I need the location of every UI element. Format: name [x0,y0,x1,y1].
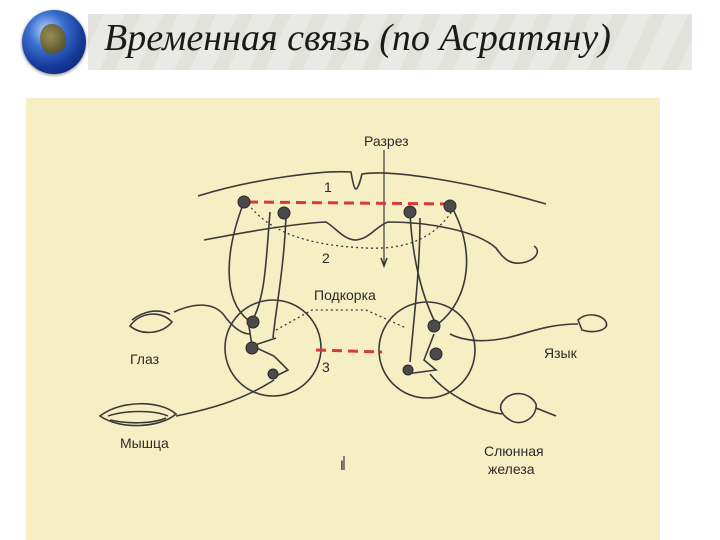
label-muscle: Мышца [120,435,169,451]
cortex-upper-arc [197,170,547,205]
muscle-nerve [175,379,275,417]
right-path-a [409,211,439,329]
neuron-subcortex-left-2 [245,341,259,355]
neuron-subcortex-right-2 [429,347,443,361]
neuron-subcortex-right-1 [427,319,441,333]
neuron-subcortex-left-3 [267,368,279,380]
label-section: Разрез [364,133,409,149]
pathway-2-dotted [247,203,455,249]
tongue-icon [577,314,608,333]
subcortex-dotted-link [275,309,407,331]
pathway-number-3: 3 [322,359,330,375]
right-path-b [409,217,421,363]
neural-diagram-figure: Разрез Подкорка Глаз Язык Мышца Слюнная … [26,98,660,540]
left-path-a [250,211,271,324]
label-gland-line2: железа [488,461,535,477]
pathway-number-1: 1 [324,179,332,195]
pathway-number-2: 2 [322,250,330,266]
eye-nerve [173,304,251,335]
slide-title: Временная связь (по Асратяну) [104,17,611,59]
label-eye: Глаз [130,351,159,367]
pathway-1-connection [247,200,451,206]
neuron-cortex-left-2 [277,206,291,220]
right-branch [405,333,438,375]
pathway-3-connection [315,348,383,354]
salivary-gland-icon [499,392,537,424]
neural-diagram-svg: Разрез Подкорка Глаз Язык Мышца Слюнная … [98,133,608,477]
neuron-subcortex-right-3 [402,364,414,376]
cortex-lower-arc [203,221,539,264]
globe-logo-icon [22,10,86,74]
neuron-subcortex-left-1 [246,315,260,329]
subcortex-left-circle [224,299,322,397]
figure-mark: I [340,457,344,473]
right-path-upper [437,203,468,325]
left-path-b [272,215,287,339]
label-tongue: Язык [544,345,578,361]
eye-icon [128,313,174,334]
label-subcortex: Подкорка [314,287,376,303]
left-path-upper [228,201,249,321]
neuron-cortex-left-1 [237,195,251,209]
title-bar [88,14,692,70]
left-branch [247,319,290,379]
tongue-nerve [449,323,579,342]
gland-nerve [429,373,503,415]
neuron-cortex-right-1 [403,205,417,219]
label-gland-line1: Слюнная [484,443,544,459]
muscle-icon [98,402,178,427]
neuron-cortex-right-2 [443,199,457,213]
